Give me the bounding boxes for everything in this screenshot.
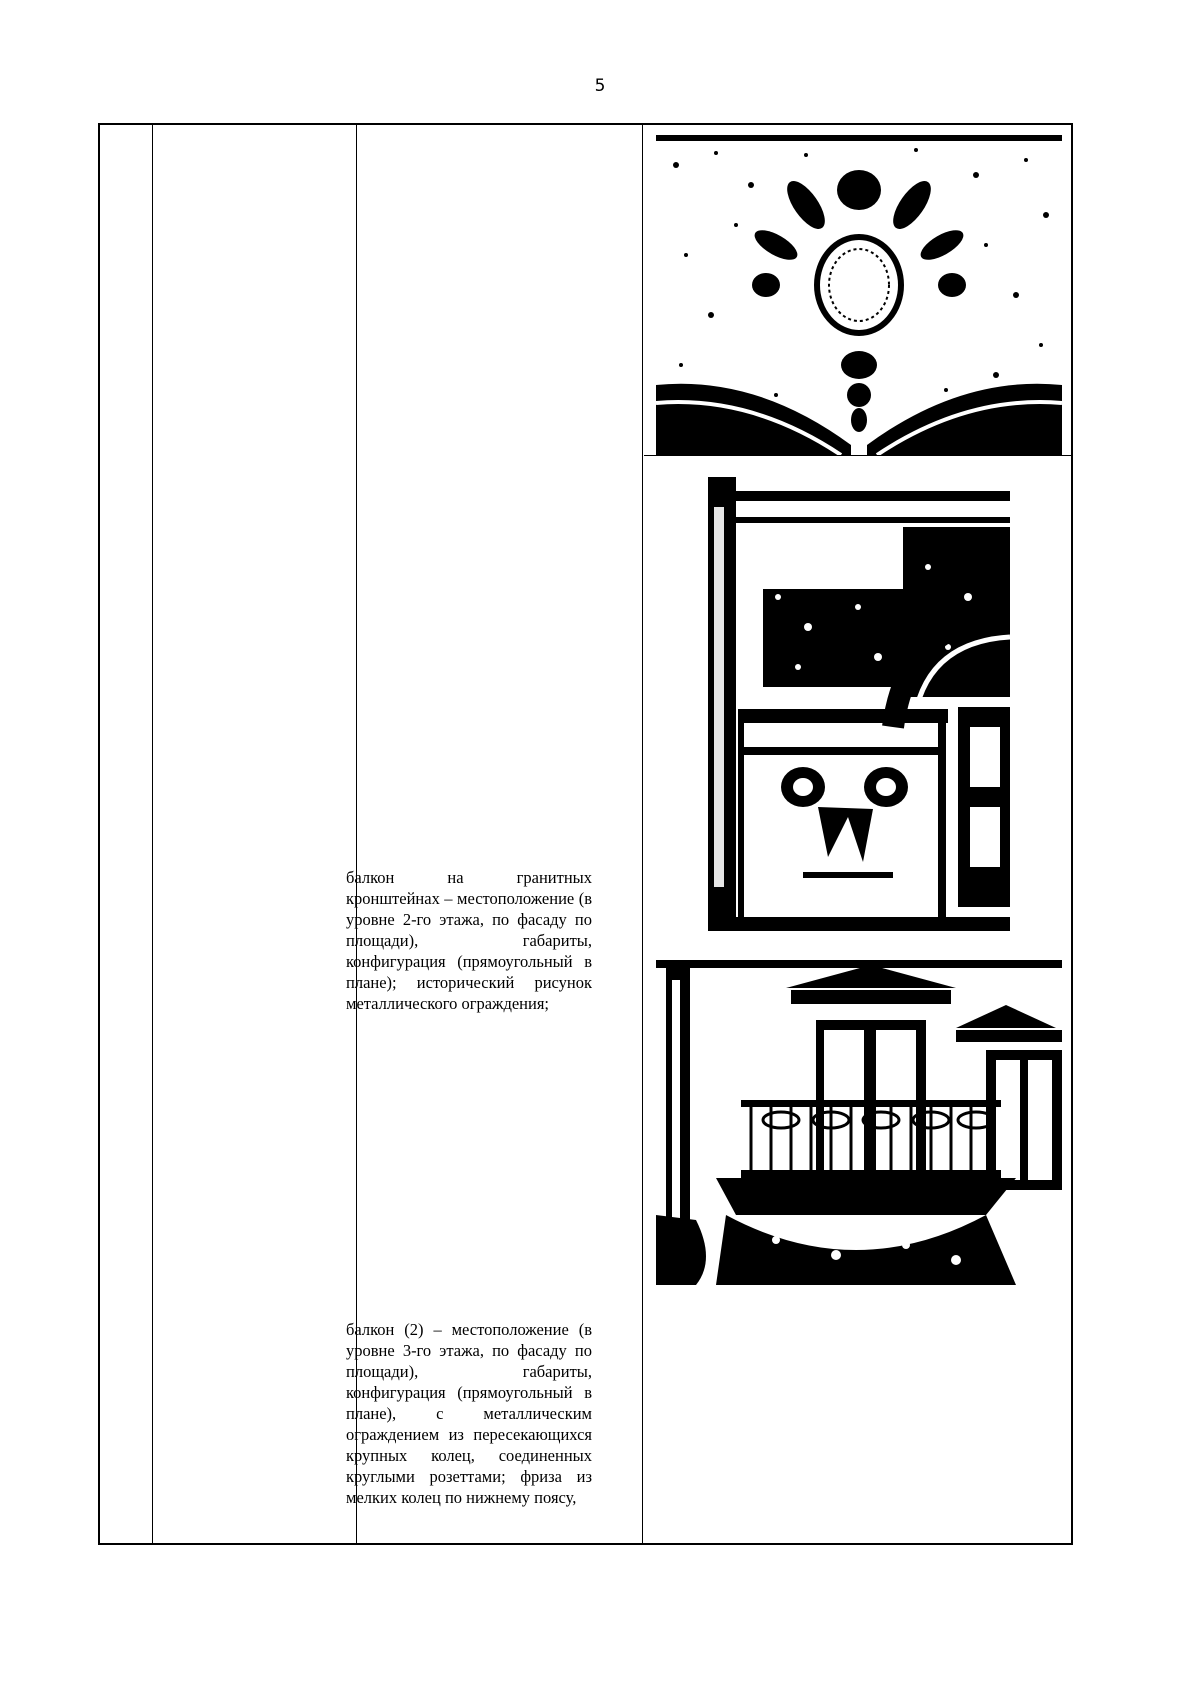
heritage-table: балкон на гранитных кронштейнах – местоп…: [98, 123, 1073, 1545]
description-balcony-2: балкон (2) – местоположение (в уровне 3-…: [346, 1319, 592, 1508]
cartouche-relief-photo: [656, 135, 1062, 455]
description-balcony-1-text: балкон на гранитных кронштейнах – местоп…: [346, 868, 592, 1013]
column-divider-1: [152, 125, 153, 1543]
description-balcony-2-text: балкон (2) – местоположение (в уровне 3-…: [346, 1320, 592, 1507]
balcony-railing-photo: [656, 960, 1062, 1285]
description-balcony-1: балкон на гранитных кронштейнах – местоп…: [346, 867, 592, 1014]
column-divider-2: [356, 125, 357, 1543]
page-number: 5: [594, 76, 606, 96]
photo-divider-1: [644, 455, 1073, 456]
column-divider-3: [642, 125, 643, 1543]
capital-column-photo: [708, 477, 1010, 931]
